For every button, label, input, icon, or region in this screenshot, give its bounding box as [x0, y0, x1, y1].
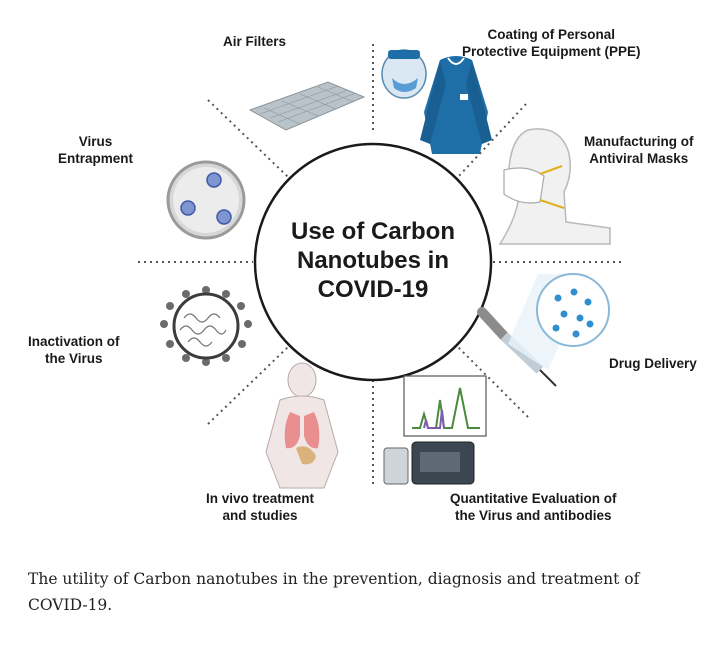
air-filter-mesh-icon [248, 81, 366, 131]
ppe-gown-icon [381, 49, 492, 154]
label-virus-entrapment: Virus Entrapment [58, 134, 134, 166]
spoke-top-right [457, 103, 527, 178]
spectrometer-icon [383, 375, 487, 485]
spoke-bottom-left [207, 346, 289, 425]
spoke-top-left [207, 99, 289, 178]
label-in-vivo: In vivo treatment and studies [206, 491, 315, 523]
center-title: Use of Carbon Nanotubes in COVID-19 [290, 218, 455, 303]
figure-caption: The utility of Carbon nanotubes in the p… [28, 570, 640, 614]
human-lungs-icon [265, 362, 339, 489]
inactivated-virus-icon [160, 286, 252, 366]
diagram-figure: Use of Carbon Nanotubes in COVID-19 Air … [28, 12, 715, 526]
virus-trap-icon [166, 160, 246, 240]
label-antiviral-masks: Manufacturing of Antiviral Masks [584, 134, 694, 166]
diagram-canvas [138, 44, 623, 489]
center-circle [253, 142, 493, 382]
syringe-icon [477, 273, 610, 387]
label-drug-delivery: Drug Delivery [609, 356, 697, 371]
label-ppe: Coating of Personal Protective Equipment… [462, 27, 641, 59]
label-quantitative: Quantitative Evaluation of the Virus and… [450, 491, 617, 523]
spoke-bottom-right [457, 346, 529, 418]
label-air-filters: Air Filters [223, 34, 287, 49]
label-inactivation: Inactivation of the Virus [28, 334, 120, 366]
antiviral-mask-icon [498, 128, 611, 245]
spokes [138, 44, 623, 484]
